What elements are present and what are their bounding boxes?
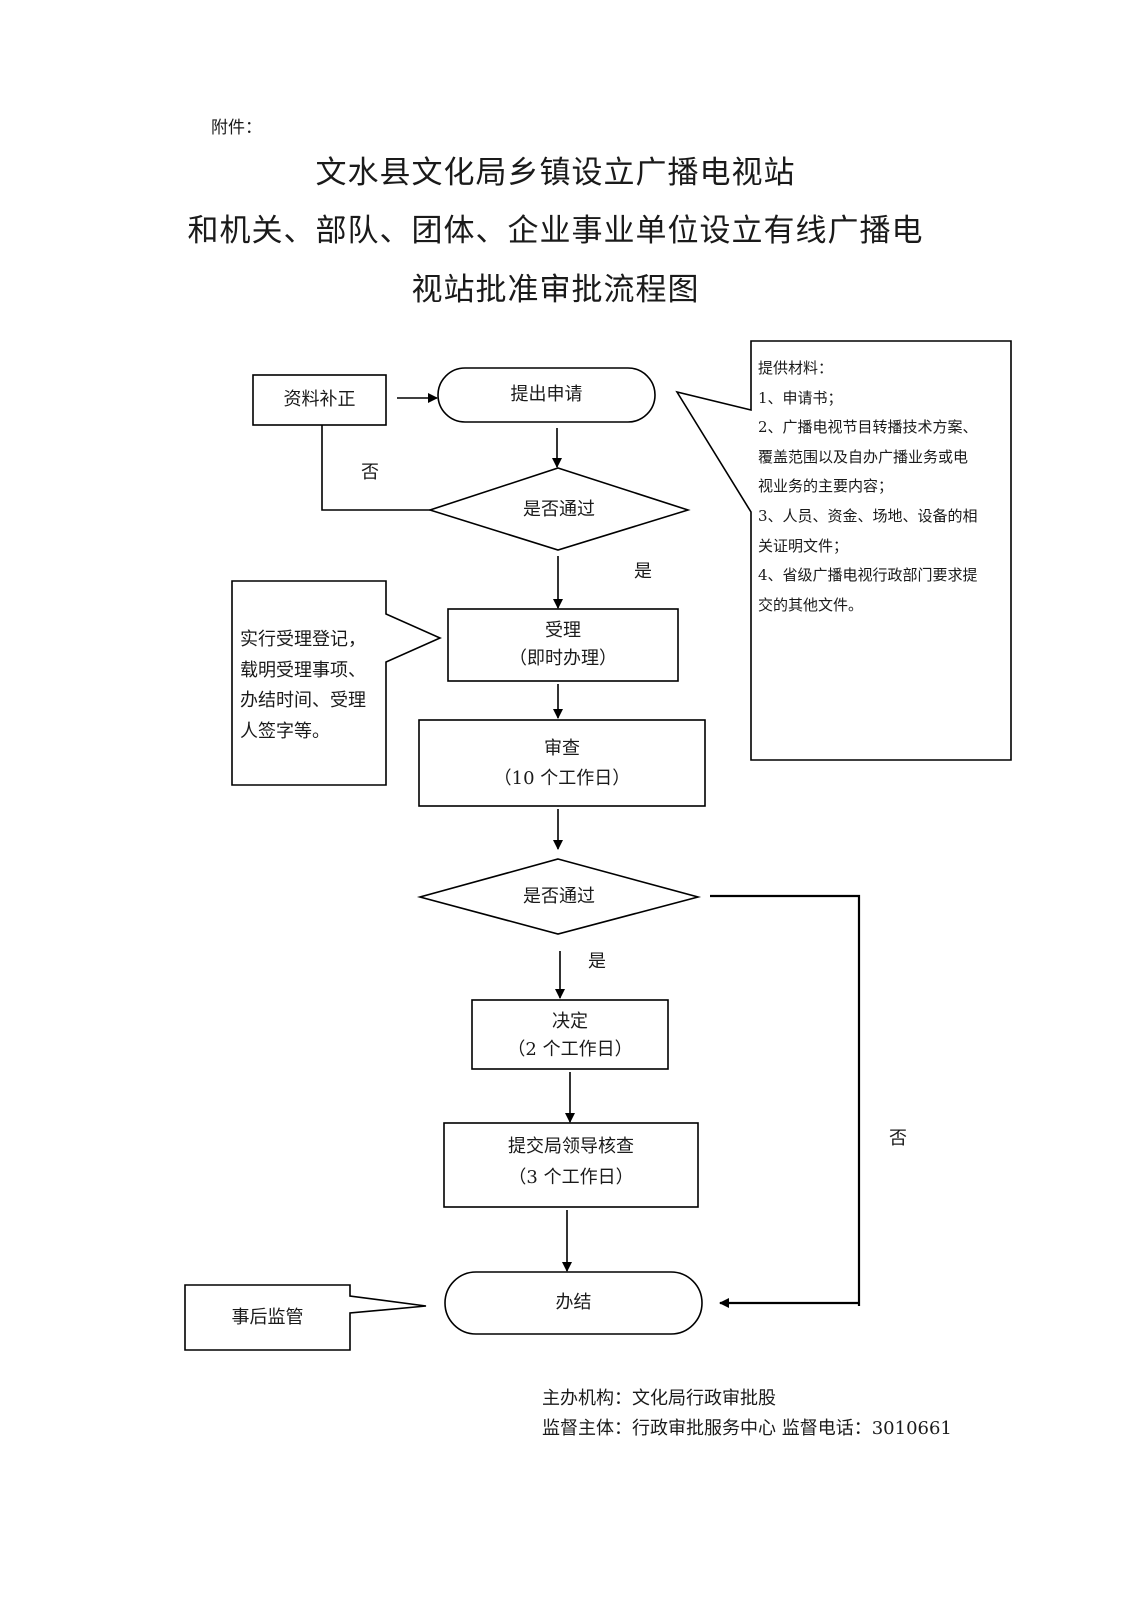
decide-title: 决定 bbox=[552, 1011, 588, 1032]
leader-check-note: （3 个工作日） bbox=[508, 1167, 634, 1188]
decision2-no-label: 否 bbox=[889, 1128, 907, 1149]
footer-organizer: 主办机构：文化局行政审批股 bbox=[542, 1388, 776, 1409]
decision1-no-label: 否 bbox=[361, 462, 379, 483]
materials-line: 3、人员、资金、场地、设备的相 bbox=[758, 506, 978, 525]
decide-note: （2 个工作日） bbox=[507, 1039, 633, 1060]
accept-title: 受理 bbox=[545, 620, 581, 641]
footer-supervisor: 监督主体：行政审批服务中心 监督电话：3010661 bbox=[542, 1418, 952, 1439]
attachment-label: 附件： bbox=[211, 118, 262, 138]
title-line-3: 视站批准审批流程图 bbox=[411, 272, 700, 308]
accept-callout-line: 人签字等。 bbox=[240, 720, 330, 742]
post-supervision-callout-shape bbox=[184, 1284, 427, 1351]
decision1-no-line bbox=[321, 425, 430, 511]
review-box bbox=[418, 719, 706, 807]
leader-check-box bbox=[443, 1122, 699, 1208]
complete-terminal bbox=[444, 1271, 703, 1335]
correction-label: 资料补正 bbox=[283, 389, 356, 410]
decision2-no-line bbox=[710, 894, 861, 1306]
post-supervision-label: 事后监管 bbox=[231, 1307, 304, 1328]
accept-callout-text: 实行受理登记， 载明受理事项、 办结时间、受理 人签字等。 bbox=[240, 625, 390, 747]
accept-note: （即时办理） bbox=[509, 648, 617, 669]
materials-line: 交的其他文件。 bbox=[758, 595, 864, 614]
materials-line: 视业务的主要内容； bbox=[758, 477, 894, 496]
materials-line: 2、广播电视节目转播技术方案、 bbox=[758, 418, 978, 437]
materials-line: 提供材料： bbox=[758, 359, 834, 377]
review-title: 审查 bbox=[544, 738, 580, 759]
decide-box bbox=[471, 999, 669, 1070]
decision2-yes-label: 是 bbox=[588, 951, 606, 972]
accept-callout-shape bbox=[231, 580, 442, 786]
materials-callout-text: 提供材料： 1、申请书； 2、广播电视节目转播技术方案、 覆盖范围以及自办广播业… bbox=[758, 354, 1008, 620]
title-line-2: 和机关、部队、团体、企业事业单位设立有线广播电 bbox=[187, 213, 924, 249]
decision1-label: 是否通过 bbox=[523, 499, 595, 520]
apply-terminal bbox=[437, 367, 656, 423]
materials-line: 1、申请书； bbox=[758, 388, 843, 407]
decision2-label: 是否通过 bbox=[523, 886, 595, 907]
decision1-yes-label: 是 bbox=[634, 561, 652, 582]
materials-line: 覆盖范围以及自办广播业务或电 bbox=[758, 447, 969, 466]
materials-callout-shape bbox=[675, 340, 1012, 761]
accept-box bbox=[447, 608, 679, 682]
review-note: （10 个工作日） bbox=[493, 768, 631, 789]
accept-callout-line: 实行受理登记， bbox=[240, 629, 366, 650]
accept-callout-line: 办结时间、受理 bbox=[240, 690, 366, 711]
title-line-1: 文水县文化局乡镇设立广播电视站 bbox=[315, 155, 796, 191]
decision1-diamond bbox=[427, 467, 691, 551]
leader-check-title: 提交局领导核查 bbox=[508, 1136, 634, 1157]
correction-box bbox=[252, 374, 387, 426]
apply-label: 提出申请 bbox=[510, 384, 583, 405]
complete-label: 办结 bbox=[555, 1292, 592, 1313]
materials-line: 4、省级广播电视行政部门要求提 bbox=[758, 566, 978, 585]
decision2-diamond bbox=[416, 858, 702, 935]
materials-line: 关证明文件； bbox=[758, 536, 849, 555]
accept-callout-line: 载明受理事项、 bbox=[240, 659, 366, 681]
